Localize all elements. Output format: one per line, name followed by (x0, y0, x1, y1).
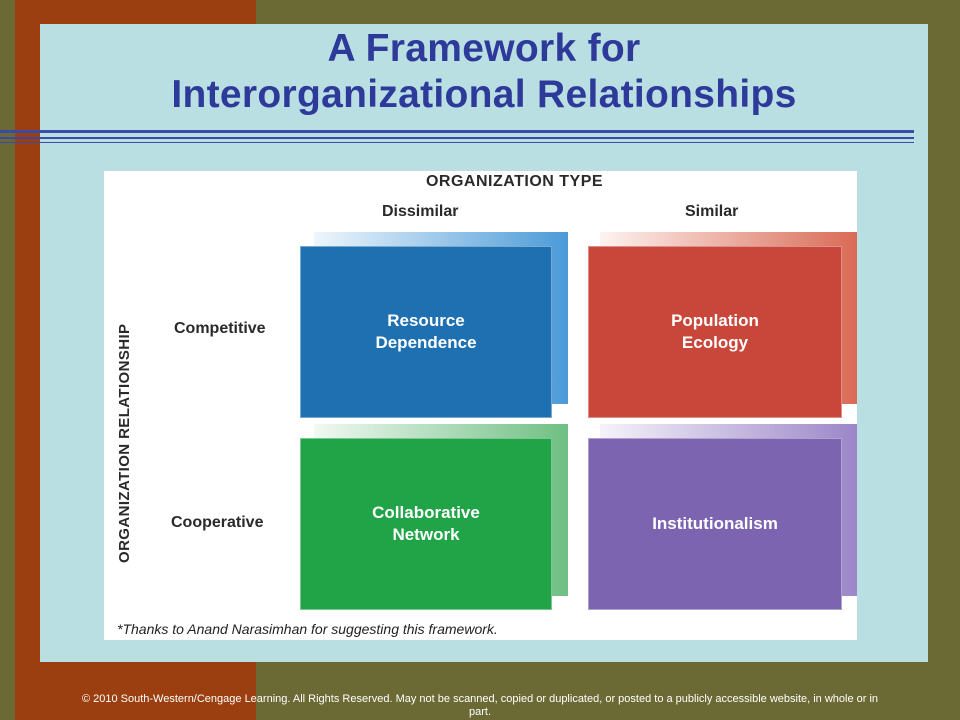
cell-label: Institutionalism (652, 514, 778, 533)
cell-label: Resource (387, 311, 465, 330)
copyright-notice: © 2010 South-Western/Cengage Learning. A… (0, 693, 960, 719)
cell-label: Ecology (681, 333, 749, 352)
cell-label: Population (671, 311, 759, 330)
cell-resource-dependence: Resource Dependence (300, 246, 552, 418)
cell-label: Dependence (375, 333, 477, 352)
cell-institutionalism: Institutionalism (588, 438, 842, 610)
row-axis-title: ORGANIZATION RELATIONSHIP (116, 323, 133, 563)
title-rule (0, 130, 914, 133)
cell-label: Collaborative (372, 503, 480, 522)
row-header-cooperative: Cooperative (171, 514, 264, 531)
cell-collaborative-network: Collaborative Network (300, 438, 552, 610)
title-rule (0, 142, 914, 143)
framework-figure: ORGANIZATION TYPE Dissimilar Similar ORG… (104, 171, 857, 640)
cell-population-ecology: Population Ecology (588, 246, 842, 418)
column-header-dissimilar: Dissimilar (382, 203, 459, 220)
title-line-2: Interorganizational Relationships (171, 73, 797, 116)
row-header-competitive: Competitive (174, 320, 266, 337)
title-rule (0, 137, 914, 139)
slide-title: A Framework for Interorganizational Rela… (40, 26, 928, 118)
title-line-1: A Framework for (327, 27, 641, 70)
figure-footnote: *Thanks to Anand Narasimhan for suggesti… (117, 621, 498, 637)
column-header-similar: Similar (685, 203, 739, 220)
column-axis-title: ORGANIZATION TYPE (425, 173, 604, 190)
cell-label: Network (392, 525, 460, 544)
copyright-text: © 2010 South-Western/Cengage Learning. A… (81, 693, 879, 718)
